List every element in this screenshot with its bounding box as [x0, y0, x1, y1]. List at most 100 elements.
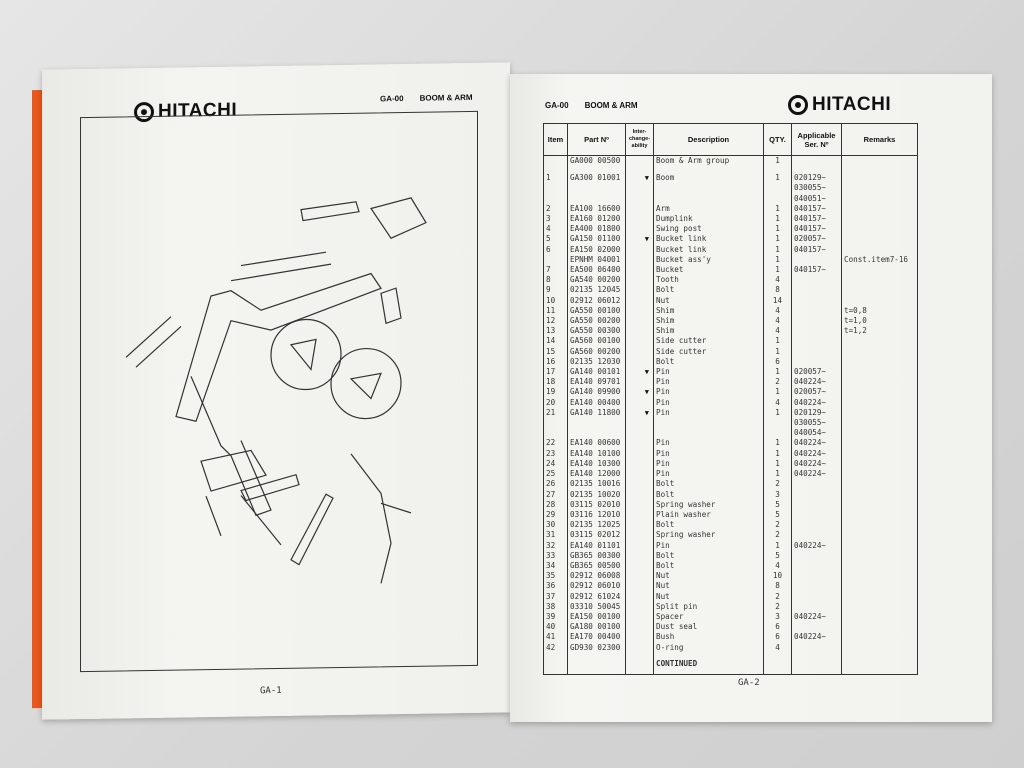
rem-cell — [841, 224, 918, 235]
desc-cell: Split pin — [653, 601, 764, 612]
item-cell: 10 — [543, 295, 568, 306]
serial-cell — [791, 520, 842, 531]
serial-cell: 040224~ — [791, 438, 842, 449]
desc-cell: Arm — [653, 203, 764, 215]
interchangeability-cell — [625, 591, 654, 602]
serial-cell — [791, 275, 842, 286]
qty-cell: 1 — [763, 224, 792, 235]
part-cell: GA300 01001 — [567, 166, 626, 204]
part-cell: EA140 00600 — [567, 438, 626, 449]
part-cell: GB365 00500 — [567, 560, 626, 572]
rem-cell: t=1,2 — [841, 326, 918, 337]
interchangeability-cell — [625, 642, 654, 653]
serial-cell: 040224~ — [791, 377, 842, 388]
item-cell: 2 — [543, 203, 568, 215]
qty-cell: 1 — [763, 166, 792, 204]
qty-cell: 6 — [763, 622, 792, 633]
hitachi-logo-icon — [788, 95, 808, 115]
serial-cell: 020057~ — [791, 234, 842, 245]
col-qty: QTY. — [763, 123, 792, 156]
desc-cell: Dust seal — [653, 622, 764, 633]
desc-cell: Nut — [653, 295, 764, 306]
part-cell: 03115 02010 — [567, 499, 626, 510]
desc-cell: Bucket — [653, 265, 764, 276]
item-cell — [543, 155, 568, 167]
serial-number: 040224~ — [794, 611, 827, 621]
desc-cell: Tooth — [653, 275, 764, 286]
part-cell: 02135 12025 — [567, 520, 626, 531]
part-cell: GD930 02300 — [567, 642, 626, 653]
footer-cell — [763, 652, 792, 676]
part-cell: 02135 12045 — [567, 285, 626, 296]
rem-cell — [841, 377, 918, 388]
item-cell: 26 — [543, 479, 568, 490]
serial-number: 030055~ — [794, 418, 827, 428]
serial-cell: 040224~ — [791, 469, 842, 480]
desc-cell: Bolt — [653, 489, 764, 500]
qty-cell: 1 — [763, 438, 792, 449]
col-description: Description — [653, 123, 764, 156]
desc-cell: Bolt — [653, 560, 764, 572]
serial-cell: 040224~ — [791, 632, 842, 643]
serial-number: 040157~ — [794, 224, 827, 234]
qty-cell: 1 — [763, 155, 792, 167]
desc-cell: Pin — [653, 540, 764, 551]
serial-number: 020057~ — [794, 367, 827, 377]
qty-cell: 1 — [763, 469, 792, 480]
serial-cell — [791, 305, 842, 317]
part-cell: EA140 09701 — [567, 377, 626, 388]
item-cell: 24 — [543, 458, 568, 470]
part-cell: EA140 01101 — [567, 540, 626, 551]
serial-cell: 040224~ — [791, 397, 842, 408]
down-triangle-icon: ▼ — [644, 408, 649, 417]
part-cell: EA170 00400 — [567, 632, 626, 643]
item-cell: 19 — [543, 387, 568, 398]
footer-cell — [841, 652, 918, 676]
interchangeability-cell: ▼ — [625, 234, 654, 245]
rem-cell — [841, 632, 918, 643]
serial-number: 040224~ — [794, 448, 827, 458]
qty-cell: 1 — [763, 214, 792, 225]
interchangeability-cell — [625, 244, 654, 255]
rem-cell — [841, 265, 918, 276]
desc-cell: Pin — [653, 367, 764, 378]
page-number: GA-1 — [260, 685, 282, 697]
item-cell: 23 — [543, 448, 568, 459]
section-title: BOOM & ARM — [584, 101, 638, 110]
right-page: GA-00 BOOM & ARM HITACHI Item Part Nº In… — [510, 74, 992, 722]
serial-cell — [791, 336, 842, 347]
part-cell: EA150 00100 — [567, 611, 626, 623]
interchangeability-cell — [625, 530, 654, 541]
desc-cell: Bolt — [653, 550, 764, 561]
down-triangle-icon: ▼ — [644, 388, 649, 397]
desc-cell: Boom — [653, 166, 764, 204]
interchangeability-cell — [625, 224, 654, 235]
serial-number: 040157~ — [794, 265, 827, 275]
rem-cell — [841, 530, 918, 541]
serial-number: 020057~ — [794, 387, 827, 397]
qty-cell: 1 — [763, 367, 792, 378]
item-cell: 40 — [543, 622, 568, 633]
serial-number: 040224~ — [794, 397, 827, 407]
serial-cell — [791, 550, 842, 561]
item-cell: 6 — [543, 244, 568, 255]
serial-number: 040157~ — [794, 244, 827, 254]
desc-cell: Bucket link — [653, 234, 764, 245]
rem-cell — [841, 458, 918, 470]
item-cell: 22 — [543, 438, 568, 449]
interchangeability-cell — [625, 214, 654, 225]
interchangeability-cell: ▼ — [625, 367, 654, 378]
part-cell: EPNHM 04001 — [567, 254, 626, 266]
qty-cell: 1 — [763, 346, 792, 357]
desc-cell: Shim — [653, 305, 764, 317]
